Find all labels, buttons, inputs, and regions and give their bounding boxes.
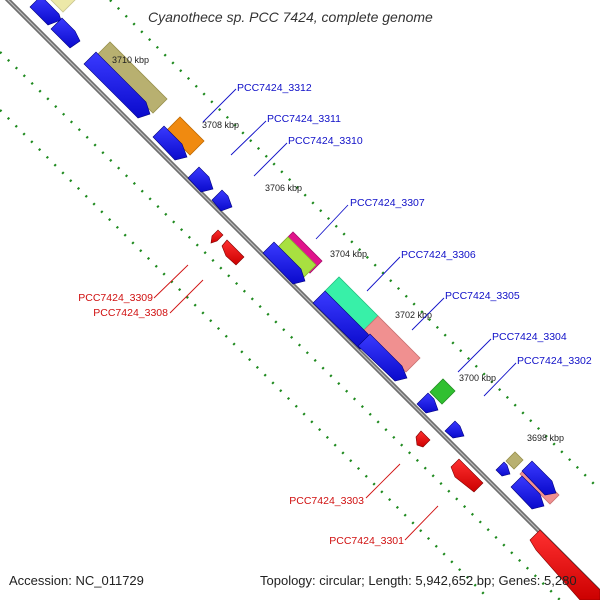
- gene-arrow-forward[interactable]: [495, 461, 511, 477]
- tick-guide-outer-upper: [109, 0, 600, 491]
- gene-arrow-forward[interactable]: [416, 392, 439, 414]
- gene-arrow-forward[interactable]: [262, 241, 306, 285]
- gene-label[interactable]: PCC7424_3308: [93, 307, 168, 319]
- gene-label[interactable]: PCC7424_3301: [329, 535, 404, 547]
- gene-label[interactable]: PCC7424_3312: [237, 82, 312, 94]
- tick-labels: 3710 kbp 3708 kbp 3706 kbp 3704 kbp 3702…: [112, 55, 564, 443]
- gene-label[interactable]: PCC7424_3305: [445, 290, 520, 302]
- gene-arrow-reverse[interactable]: [210, 229, 224, 244]
- gene-label[interactable]: PCC7424_3302: [517, 355, 592, 367]
- gene-arrow-reverse[interactable]: [450, 458, 484, 493]
- gene-label[interactable]: PCC7424_3310: [288, 135, 363, 147]
- gene-arrow-reverse[interactable]: [221, 239, 245, 266]
- tick-label: 3710 kbp: [112, 55, 149, 65]
- gene-label[interactable]: PCC7424_3309: [78, 292, 153, 304]
- tick-label: 3700 kbp: [459, 373, 496, 383]
- cog-block-khaki-small: [505, 451, 524, 470]
- map-title: Cyanothece sp. PCC 7424, complete genome: [148, 9, 433, 25]
- forward-label-leaders: [202, 88, 517, 397]
- gene-arrow-forward[interactable]: [510, 475, 545, 510]
- genome-summary-text: Topology: circular; Length: 5,942,652 bp…: [260, 573, 577, 588]
- gene-label[interactable]: PCC7424_3306: [401, 249, 476, 261]
- gene-label[interactable]: PCC7424_3311: [267, 113, 341, 125]
- cog-block-green: [429, 378, 456, 405]
- gene-arrow-forward[interactable]: [444, 420, 465, 439]
- reverse-genes: [210, 229, 600, 600]
- gene-arrow-forward[interactable]: [152, 125, 188, 161]
- gene-label[interactable]: PCC7424_3307: [350, 197, 425, 209]
- cog-track: [50, 0, 560, 505]
- tick-label: 3702 kbp: [395, 310, 432, 320]
- tick-label: 3708 kbp: [202, 120, 239, 130]
- gene-arrow-reverse[interactable]: [529, 529, 600, 600]
- gene-arrow-forward[interactable]: [50, 17, 81, 49]
- gene-arrow-forward[interactable]: [187, 166, 214, 193]
- accession-text: Accession: NC_011729: [9, 573, 144, 588]
- gene-label[interactable]: PCC7424_3304: [492, 331, 567, 343]
- gene-arrow-forward[interactable]: [29, 0, 62, 26]
- tick-guide-inner-lower-1: [0, 51, 561, 600]
- reverse-gene-labels: PCC7424_3309 PCC7424_3308 PCC7424_3303 P…: [78, 292, 404, 547]
- forward-genes: [29, 0, 557, 510]
- gene-arrow-forward[interactable]: [357, 333, 408, 382]
- tick-label: 3698 kbp: [527, 433, 564, 443]
- gene-arrow-forward[interactable]: [83, 51, 151, 119]
- gene-arrow-forward[interactable]: [211, 189, 233, 212]
- gene-arrow-forward[interactable]: [521, 460, 557, 496]
- gene-label[interactable]: PCC7424_3303: [289, 495, 364, 507]
- gene-arrow-reverse[interactable]: [415, 430, 431, 448]
- tick-label: 3704 kbp: [330, 249, 367, 259]
- reverse-label-leaders: [153, 264, 439, 541]
- forward-gene-labels: PCC7424_3312 PCC7424_3311 PCC7424_3310 P…: [237, 82, 592, 367]
- tick-label: 3706 kbp: [265, 183, 302, 193]
- cog-block-yellowish: [50, 0, 76, 13]
